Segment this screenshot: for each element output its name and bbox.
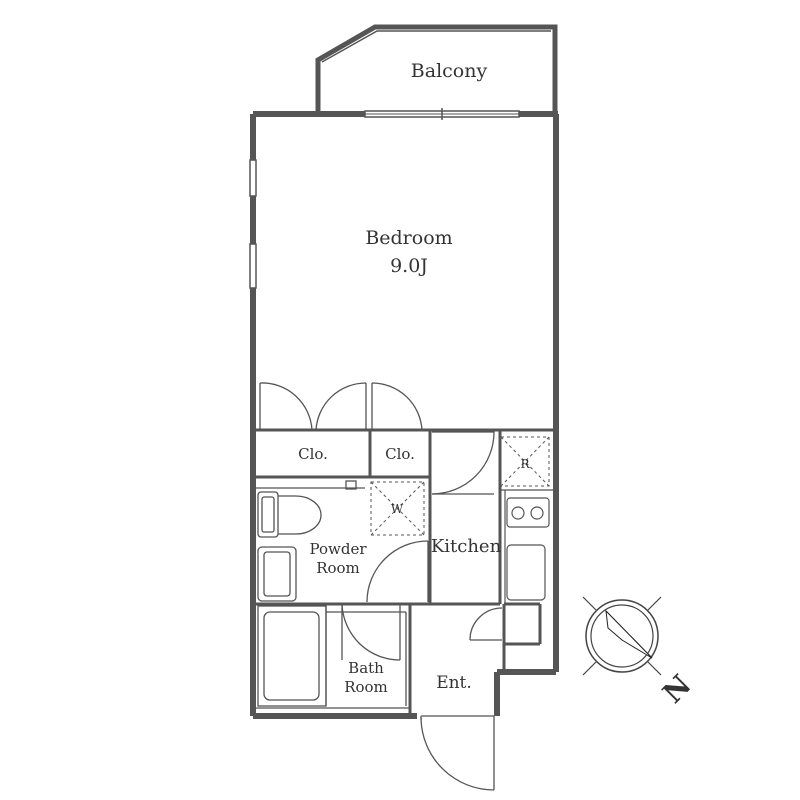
- closet-right-label: Clo.: [385, 445, 415, 463]
- powder-room-door: [366, 540, 429, 603]
- closet-left-label: Clo.: [298, 445, 328, 463]
- bath-room-label-line1: Bath: [348, 659, 384, 677]
- compass-icon: [582, 596, 662, 676]
- balcony-outline: [315, 24, 558, 113]
- outer-walls: [250, 111, 559, 719]
- compass-north-label: N: [656, 668, 697, 709]
- washer-space: [370, 481, 425, 536]
- balcony-window: [364, 108, 520, 120]
- shoe-cabinet-door: [469, 607, 503, 641]
- entrance-door: [420, 715, 495, 791]
- interior-walls: [256, 428, 556, 716]
- bedroom-size-label: 9.0J: [390, 255, 428, 277]
- detail-lines: [256, 487, 556, 709]
- kitchen-door: [431, 431, 495, 495]
- washer-label: W: [391, 502, 404, 516]
- refrigerator-space: [500, 436, 550, 487]
- bedroom-label: Bedroom: [365, 227, 452, 249]
- bath-room-door: [341, 603, 401, 661]
- powder-room-label-line2: Room: [316, 559, 360, 577]
- entrance-label: Ent.: [436, 673, 472, 693]
- balcony-label: Balcony: [411, 60, 488, 82]
- wash-basin: [257, 546, 297, 602]
- kitchen-sink: [506, 544, 546, 601]
- bath-room-label-line2: Room: [344, 678, 388, 696]
- bathtub: [257, 605, 407, 707]
- kitchen-label: Kitchen: [431, 536, 502, 557]
- refrigerator-label: R: [520, 457, 530, 471]
- toilet: [257, 480, 357, 538]
- closet-doors: [259, 382, 423, 431]
- bedroom-side-windows: [249, 159, 257, 289]
- stove-burners: [506, 497, 550, 528]
- powder-room-label-line1: Powder: [309, 540, 367, 558]
